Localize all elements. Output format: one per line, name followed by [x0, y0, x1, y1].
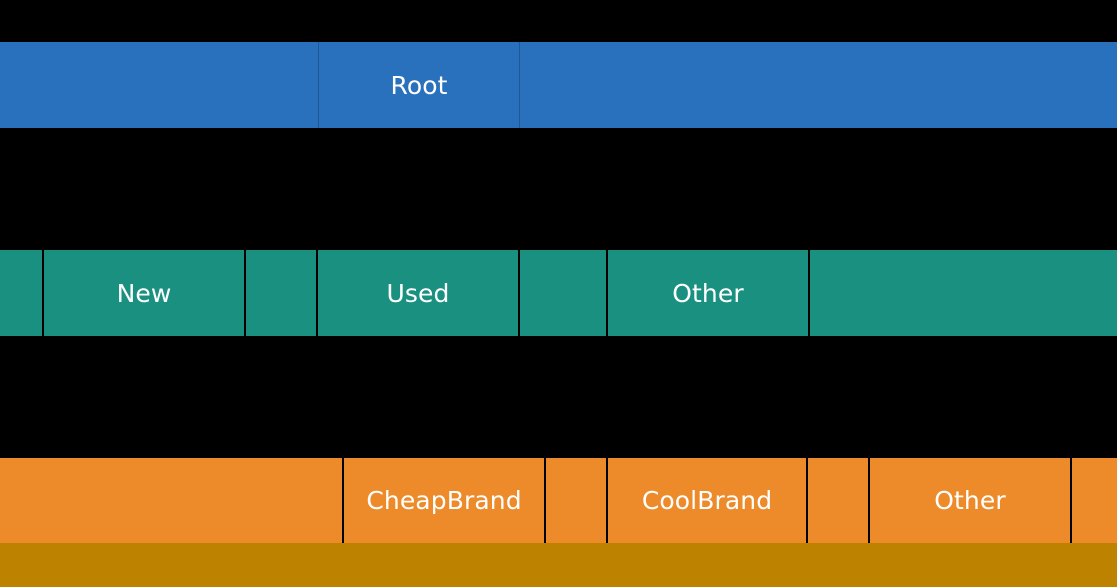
icicle-level-root: Root [0, 42, 1117, 128]
icicle-node-condition-pad-0[interactable] [0, 250, 42, 336]
icicle-level-brand: CheapBrand CoolBrand Other [0, 458, 1117, 543]
icicle-node-new[interactable]: New [44, 250, 244, 336]
icicle-node-used[interactable]: Used [318, 250, 518, 336]
icicle-node-divider [42, 250, 43, 336]
icicle-node-cheapbrand[interactable]: CheapBrand [344, 458, 544, 543]
icicle-node-label: New [116, 278, 172, 308]
icicle-level-condition: New Used Other [0, 250, 1117, 336]
icicle-node-condition-pad-2[interactable] [520, 250, 606, 336]
icicle-node-divider [519, 42, 520, 128]
icicle-node-other-condition[interactable]: Other [608, 250, 808, 336]
icicle-node-root-pad-right[interactable] [520, 42, 1117, 128]
icicle-node-condition-pad-1[interactable] [246, 250, 316, 336]
icicle-node-leaf[interactable] [0, 543, 1117, 587]
icicle-node-divider [316, 250, 317, 336]
icicle-node-brand-pad-0[interactable] [0, 458, 342, 543]
icicle-node-divider [606, 458, 607, 543]
icicle-node-divider [606, 250, 607, 336]
icicle-node-divider [318, 42, 319, 128]
icicle-node-divider [343, 458, 344, 543]
icicle-node-label: Used [386, 278, 450, 308]
icicle-node-divider [807, 458, 808, 543]
icicle-node-other-brand[interactable]: Other [870, 458, 1070, 543]
icicle-node-divider [869, 458, 870, 543]
icicle-node-label: Other [934, 486, 1006, 515]
icicle-node-label: CheapBrand [366, 486, 522, 515]
icicle-node-divider [518, 250, 519, 336]
icicle-node-root[interactable]: Root [318, 42, 520, 128]
icicle-node-root-pad-left[interactable] [0, 42, 318, 128]
icicle-node-divider [808, 250, 809, 336]
icicle-node-brand-pad-3[interactable] [1072, 458, 1117, 543]
icicle-node-brand-pad-2[interactable] [808, 458, 868, 543]
icicle-node-label: CoolBrand [641, 486, 773, 515]
icicle-node-brand-pad-1[interactable] [546, 458, 606, 543]
icicle-node-label: Root [390, 70, 448, 100]
icicle-node-condition-pad-3[interactable] [810, 250, 1117, 336]
icicle-node-coolbrand[interactable]: CoolBrand [608, 458, 806, 543]
icicle-node-divider [545, 458, 546, 543]
icicle-node-divider [244, 250, 245, 336]
icicle-node-label: Other [672, 278, 744, 308]
icicle-level-leaf [0, 543, 1117, 587]
icicle-node-divider [1071, 458, 1072, 543]
